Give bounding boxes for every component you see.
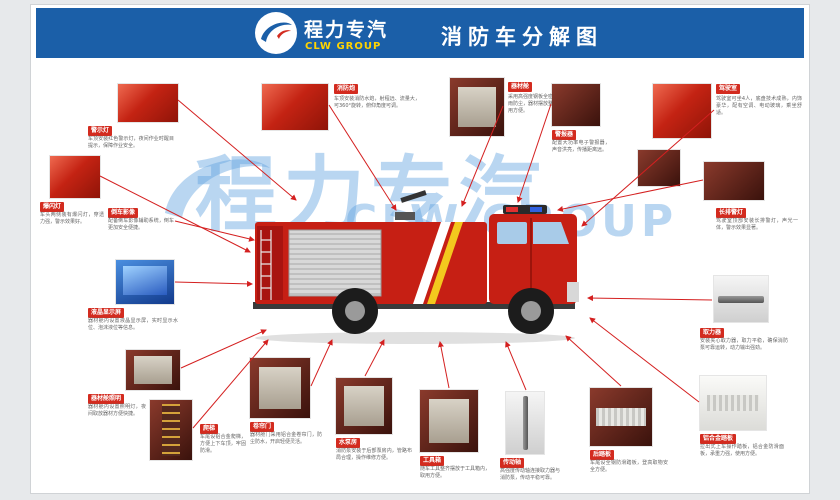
strobe-light-label: 爆闪灯 bbox=[40, 202, 65, 212]
roller-door-opening bbox=[259, 367, 301, 409]
pto-label: 取力器 bbox=[700, 328, 725, 338]
ladder-desc: 车尾设铝合金爬梯，方便上下车顶，牢固防滑。 bbox=[200, 434, 246, 454]
cab-desc: 驾驶室可坐4人，底盘技术成熟，内饰豪华，配有空调、电动玻璃，乘坐舒适。 bbox=[716, 96, 802, 116]
light-bar-label: 长排警灯 bbox=[716, 208, 747, 218]
brand-name-cn: 程力专汽 bbox=[304, 19, 389, 41]
lcd-screen-glass bbox=[122, 266, 168, 296]
siren-label: 警报器 bbox=[552, 130, 577, 140]
platform-step-tread bbox=[706, 394, 760, 412]
pto-photo bbox=[714, 276, 768, 322]
header-bar: 程力专汽 CLW GROUP 消防车分解图 bbox=[36, 8, 804, 58]
strobe-light-desc: 车头两侧装有爆闪灯，穿透力强，警示效果好。 bbox=[40, 212, 104, 225]
speaker-photo bbox=[638, 150, 680, 186]
drive-shaft-part bbox=[523, 395, 528, 451]
rear-step-tread bbox=[596, 408, 646, 426]
platform-step-label: 铝合金踏板 bbox=[700, 434, 737, 444]
siren-photo bbox=[552, 84, 600, 126]
fire-monitor-desc: 车顶安装消防水炮，射程远、流量大，可360°旋转，俯仰角度可调。 bbox=[334, 96, 420, 109]
roller-door-label: 卷帘门 bbox=[250, 422, 275, 432]
lcd-screen-label: 液晶显示屏 bbox=[88, 308, 125, 318]
fire-monitor-label: 消防炮 bbox=[334, 84, 359, 94]
ladder-rungs bbox=[161, 403, 181, 457]
lcd-screen-desc: 器材舱内设置液晶显示屏，实时显示水位、泡沫液位等信息。 bbox=[88, 318, 178, 331]
platform-step-desc: 拉出式上车操作踏板，铝合金防滑面板，承重力强，使用方便。 bbox=[700, 444, 784, 457]
equipment-bay-photo bbox=[450, 78, 504, 136]
tool-box-opening bbox=[428, 399, 470, 443]
platform-step-photo bbox=[700, 376, 766, 430]
brand-name-en: CLW GROUP bbox=[305, 41, 382, 52]
cab-label: 驾驶室 bbox=[716, 84, 741, 94]
equipment-bay-label: 器材舱 bbox=[508, 82, 533, 92]
pto-part bbox=[718, 296, 764, 303]
pump-room-desc: 消防泵安装于后部泵房内，管路布局合理，操作维修方便。 bbox=[336, 448, 412, 461]
drive-shaft-label: 传动轴 bbox=[500, 458, 525, 468]
rear-step-label: 后踏板 bbox=[590, 450, 615, 460]
rear-step-photo bbox=[590, 388, 652, 446]
light-bar-photo bbox=[704, 162, 764, 200]
cabin-light-label: 器材舱照明 bbox=[88, 394, 125, 404]
pto-desc: 安装夹心取力器，取力平稳，确保消防泵可靠运转，动力输出强劲。 bbox=[700, 338, 788, 351]
drive-shaft-photo bbox=[506, 392, 544, 454]
siren-desc: 配置大功率电子警报器，声音洪亮，传播距离远。 bbox=[552, 140, 610, 153]
pump-room-opening bbox=[344, 386, 384, 426]
cabin-light-photo bbox=[126, 350, 180, 390]
strobe-light-photo bbox=[50, 156, 100, 198]
clw-logo-icon bbox=[256, 13, 296, 53]
tool-box-photo bbox=[420, 390, 478, 452]
fire-truck-illustration bbox=[253, 190, 579, 344]
warning-light-desc: 车顶安装红色警示灯，夜间作业时醒目提示，保障作业安全。 bbox=[88, 136, 174, 149]
warning-light-photo bbox=[118, 84, 178, 122]
tool-box-label: 工具箱 bbox=[420, 456, 445, 466]
ladder-photo bbox=[150, 400, 192, 460]
reverse-camera-desc: 配备倒车影像辅助系统，倒车更加安全便捷。 bbox=[108, 218, 174, 231]
fire-monitor-photo bbox=[262, 84, 328, 130]
drive-shaft-desc: 高强度传动轴连接取力器与消防泵，传动平稳可靠。 bbox=[500, 468, 561, 481]
warning-light-label: 警示灯 bbox=[88, 126, 113, 136]
roller-door-photo bbox=[250, 358, 310, 418]
page-title: 消防车分解图 bbox=[441, 25, 603, 49]
rear-step-desc: 车尾设全钢防滑踏板，登高取物安全方便。 bbox=[590, 460, 668, 473]
clw-logo bbox=[255, 12, 297, 54]
roller-door-desc: 器材舱门采用铝合金卷帘门，防尘防水，开启轻便灵活。 bbox=[250, 432, 322, 445]
cabin-light-desc: 器材舱内设置照明灯，夜间取放器材方便快捷。 bbox=[88, 404, 146, 417]
cab-photo bbox=[653, 84, 711, 138]
reverse-camera-label: 倒车影像 bbox=[108, 208, 139, 218]
cabin-light-opening bbox=[134, 356, 172, 384]
tool-box-desc: 随车工具整齐摆放于工具箱内，取用方便。 bbox=[420, 466, 491, 479]
light-bar-desc: 驾驶室顶部安装长排警灯，声光一体，警示效果显著。 bbox=[716, 218, 798, 231]
pump-room-label: 水泵房 bbox=[336, 438, 361, 448]
equipment-bay-opening bbox=[458, 86, 496, 128]
ladder-label: 爬梯 bbox=[200, 424, 219, 434]
pump-room-photo bbox=[336, 378, 392, 434]
lcd-screen-photo bbox=[116, 260, 174, 304]
